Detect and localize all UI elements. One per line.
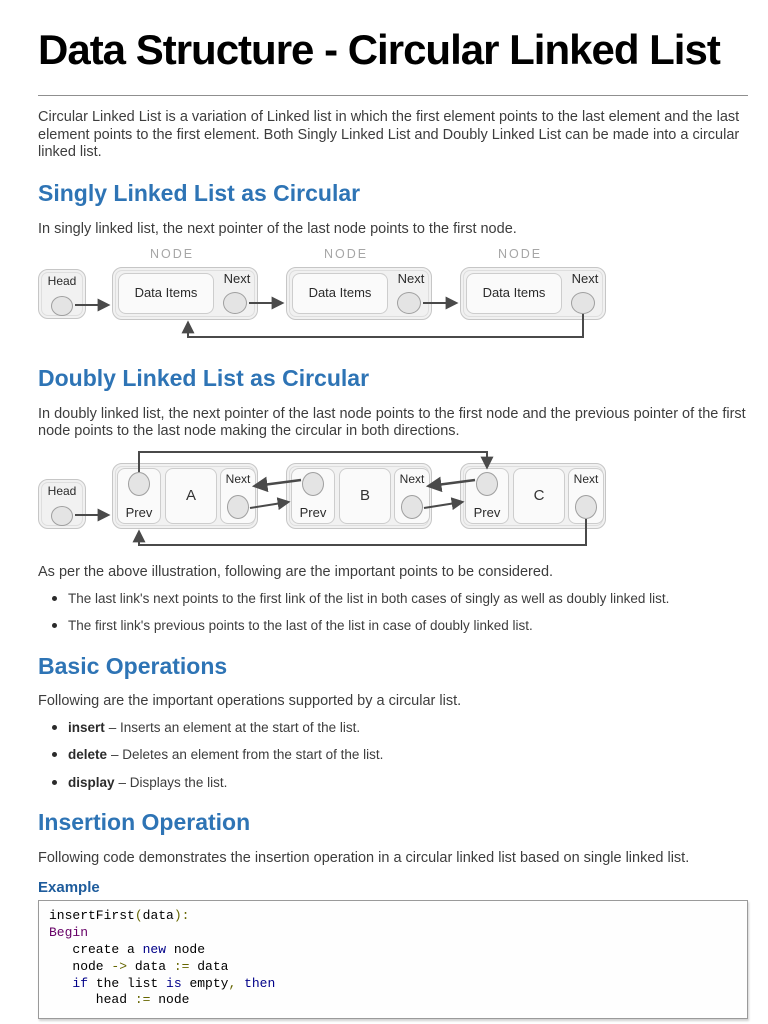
next-pointer-oval [571,292,595,315]
operation-description: – Displays the list. [118,774,228,790]
next-label: Next [571,271,599,287]
bullet-dot [52,752,57,758]
data-items-label: Data Items [308,285,372,301]
singly-circular-diagram: NODE NODE NODE Head Data Items Next Data… [38,247,748,347]
doubly-circular-diagram: Head Prev A Next Prev B Next Prev C Next [38,447,748,551]
bullet-dot [52,779,57,785]
next-pointer-oval [575,494,597,519]
example-label: Example [38,879,100,897]
list-item: delete– Deletes an element from the star… [52,747,738,764]
value-box [513,467,565,524]
node-letter: A [185,487,196,505]
data-items-label: Data Items [482,285,546,301]
next-label: Next [397,271,425,287]
illustration-points-list: The last link's next points to the first… [38,591,738,635]
next-label: Next [225,471,251,486]
prev-pointer-oval [128,471,150,496]
code-block: insertFirst(data):Begin create a new nod… [38,900,748,1020]
point-text: The last link's next points to the first… [68,590,670,606]
bullet-dot [52,724,57,730]
operation-term: insert [68,719,105,735]
page-title: Data Structure - Circular Linked List [38,26,721,73]
operation-description: – Deletes an element from the start of t… [111,747,384,763]
section-heading-singly: Singly Linked List as Circular [38,180,361,207]
list-item: display– Displays the list. [52,774,738,792]
value-box [339,467,391,524]
prev-pointer-oval [302,471,324,496]
next-pointer-oval [401,494,423,519]
next-label: Next [399,471,425,486]
title-divider [38,95,748,97]
operation-description: – Inserts an element at the start of the… [108,719,361,735]
data-items-box [466,273,562,315]
singly-description: In singly linked list, the next pointer … [38,220,517,237]
list-item: The first link's previous points to the … [52,618,738,635]
operations-list: insert– Inserts an element at the start … [38,720,738,792]
section-heading-basic-operations: Basic Operations [38,652,228,679]
bullet-dot [52,623,57,629]
next-label: Next [573,471,599,486]
arrow-layer [75,450,587,546]
data-items-box [118,273,214,315]
node-letter: B [359,487,370,505]
prev-pointer-oval [476,471,498,496]
operation-term: delete [68,747,108,763]
prev-label: Prev [299,504,327,520]
next-pointer-oval [223,292,247,315]
list-item: The last link's next points to the first… [52,590,738,608]
doubly-description: In doubly linked list, the next pointer … [38,405,746,440]
section-heading-insertion: Insertion Operation [38,809,251,836]
node-caption: NODE [323,247,369,262]
list-item: insert– Inserts an element at the start … [52,719,738,737]
data-items-label: Data Items [134,285,198,301]
value-box [165,467,217,524]
next-pointer-oval [397,292,421,315]
prev-label: Prev [473,504,501,520]
bullet-dot [52,595,57,601]
section-heading-doubly: Doubly Linked List as Circular [38,365,370,392]
node-caption: NODE [149,247,195,262]
basic-operations-description: Following are the important operations s… [38,693,462,710]
intro-paragraph: Circular Linked List is a variation of L… [38,109,740,161]
data-items-box [292,273,388,315]
next-pointer-oval [227,494,249,519]
next-label: Next [223,271,251,287]
node-caption: NODE [497,247,543,262]
head-label: Head [47,483,77,498]
arrow-layer [75,296,584,339]
insertion-description: Following code demonstrates the insertio… [38,849,690,866]
head-label: Head [47,274,77,289]
illustration-note: As per the above illustration, following… [38,563,554,580]
prev-label: Prev [125,504,153,520]
head-pointer-oval [51,505,73,526]
point-text: The first link's previous points to the … [68,618,533,634]
operation-term: display [68,774,115,790]
node-letter: C [533,487,545,505]
head-pointer-oval [51,296,73,317]
